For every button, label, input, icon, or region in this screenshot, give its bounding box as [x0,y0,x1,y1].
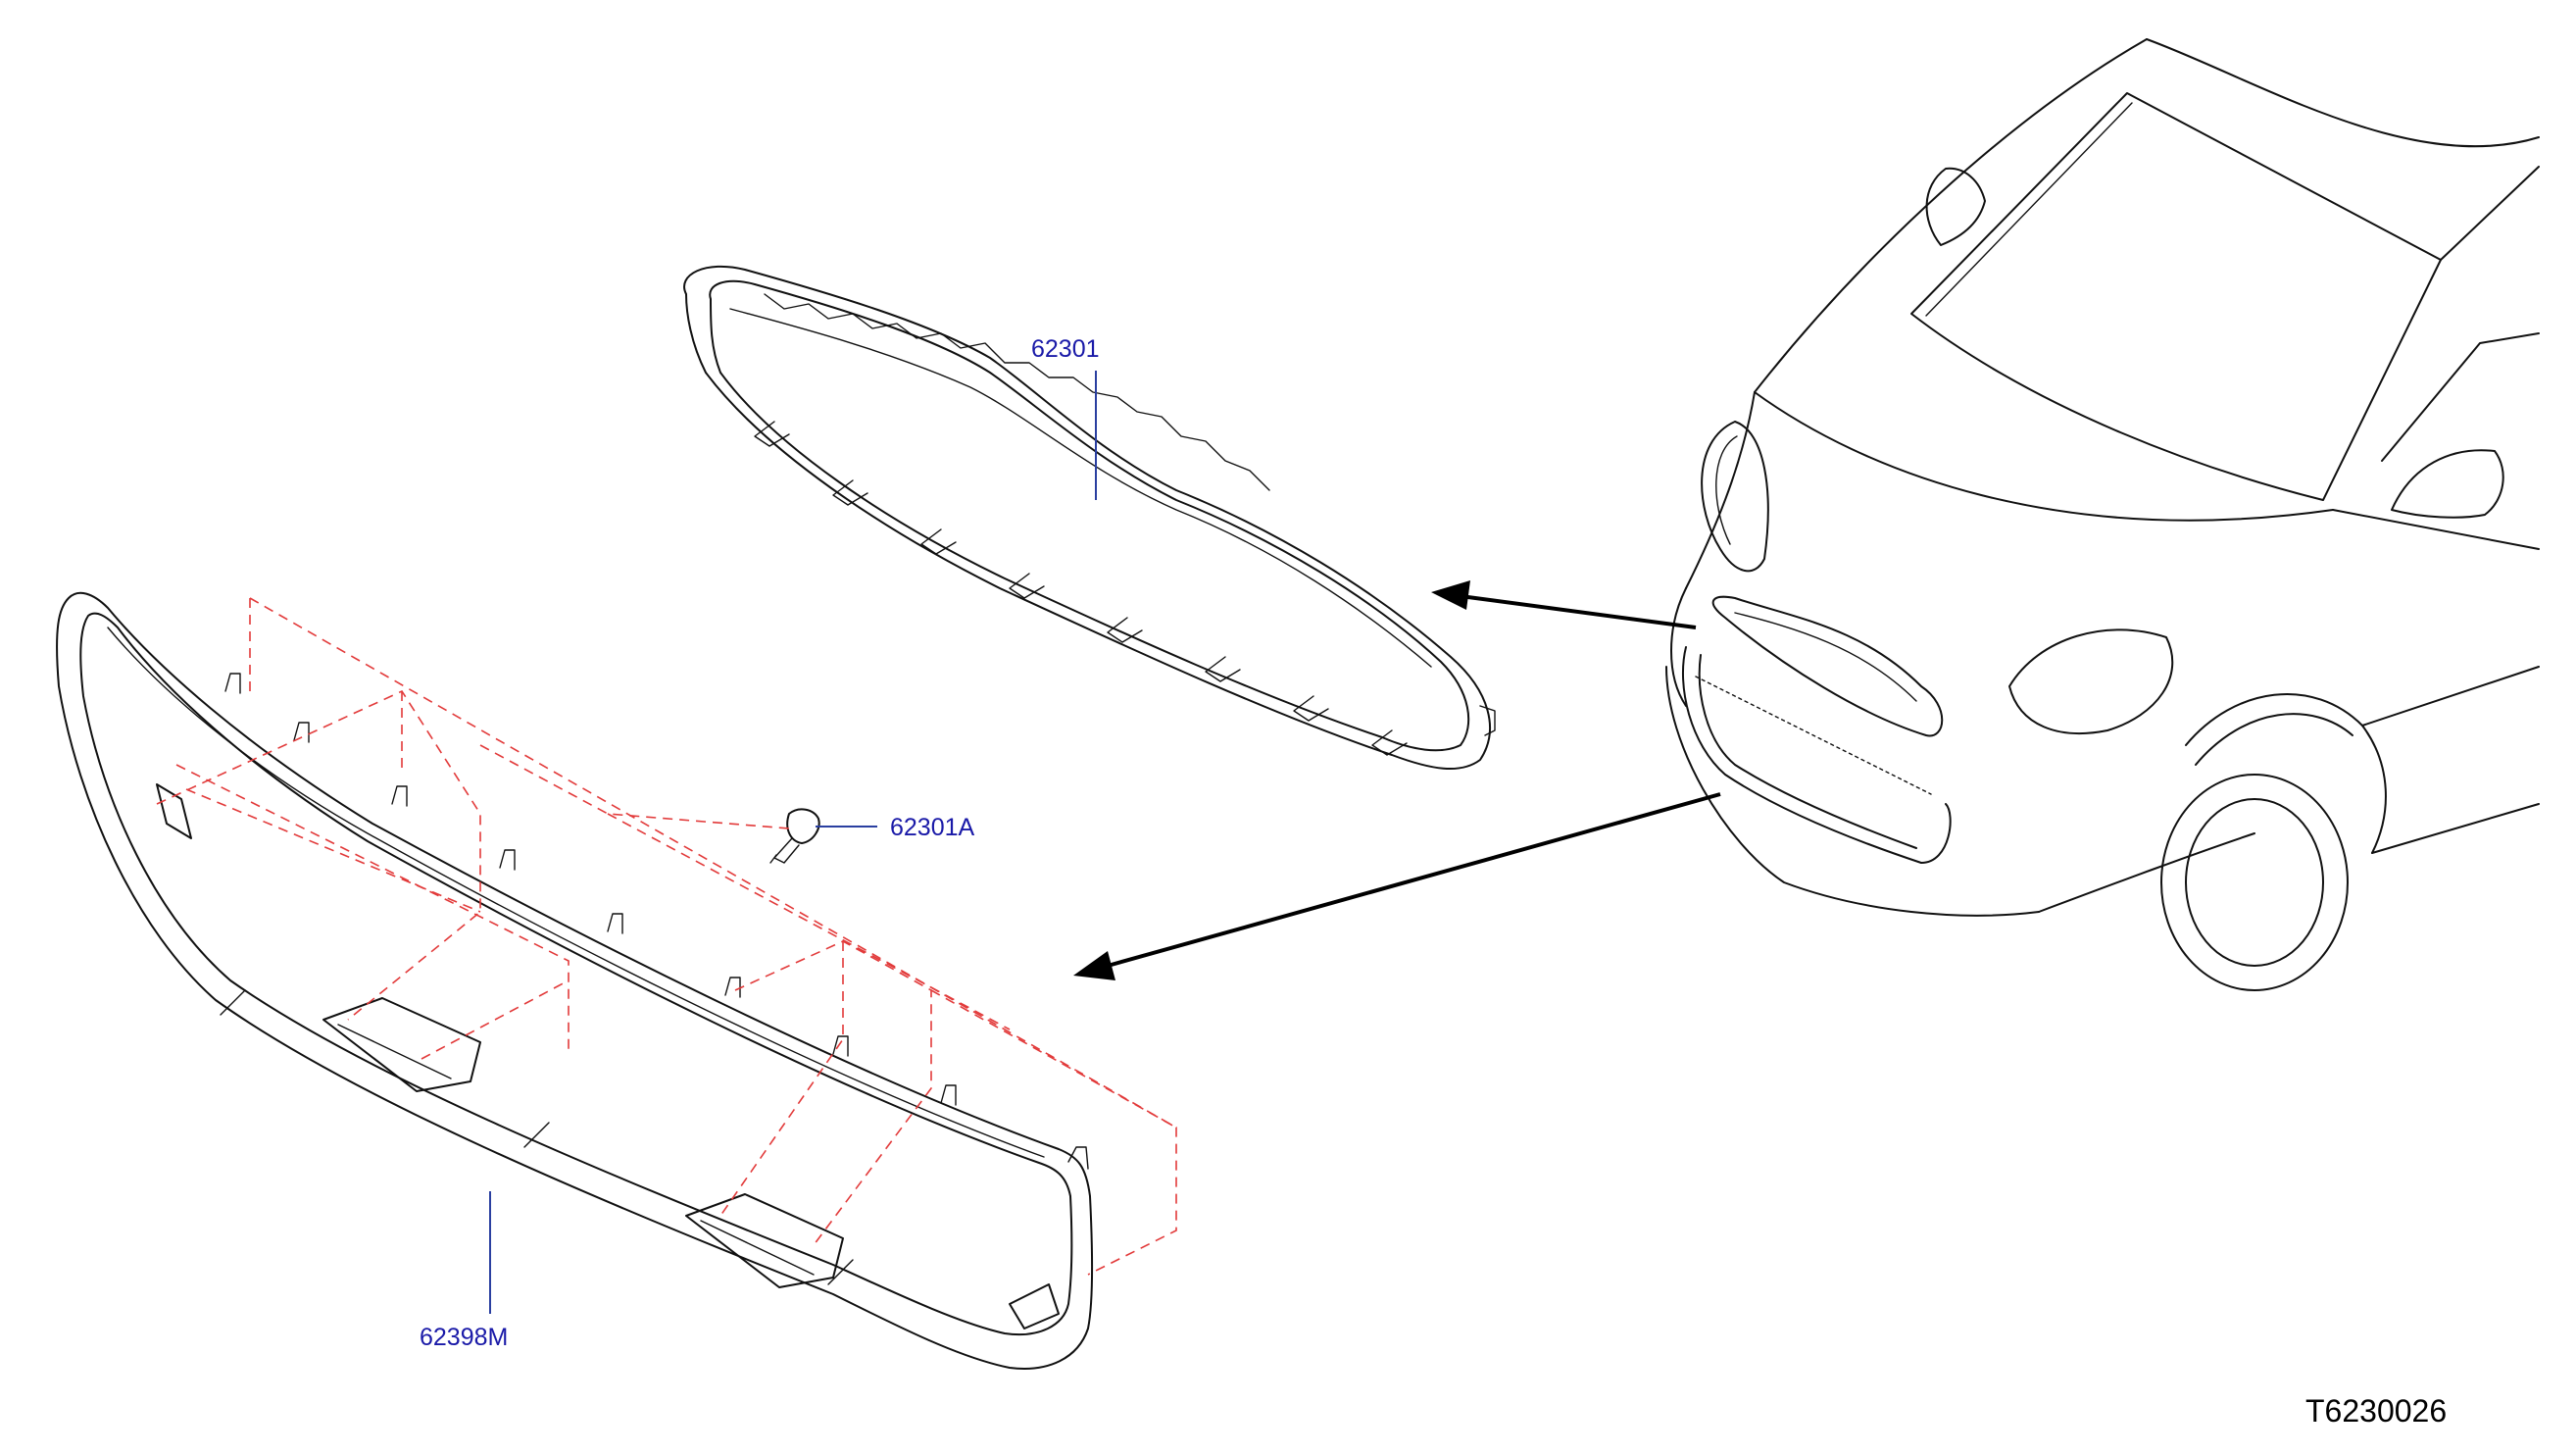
arrow-to-upper-grille [1431,580,1697,629]
part-number-62301: 62301 [1031,335,1100,363]
arrow-to-lower-frame [1073,792,1721,980]
lower-frame-drawing [56,591,1094,1370]
dashed-guides [156,597,1177,1276]
callout-62301A: 62301A [816,814,975,841]
car-outline [1665,38,2540,991]
upper-grille-drawing [683,265,1496,771]
diagram-reference-code: T6230026 [2305,1393,2447,1429]
part-number-62301A: 62301A [890,814,975,841]
callout-62301: 62301 [1031,335,1100,500]
clip-drawing [769,808,820,864]
part-number-62398M: 62398M [420,1324,508,1351]
callout-62398M: 62398M [420,1191,508,1351]
